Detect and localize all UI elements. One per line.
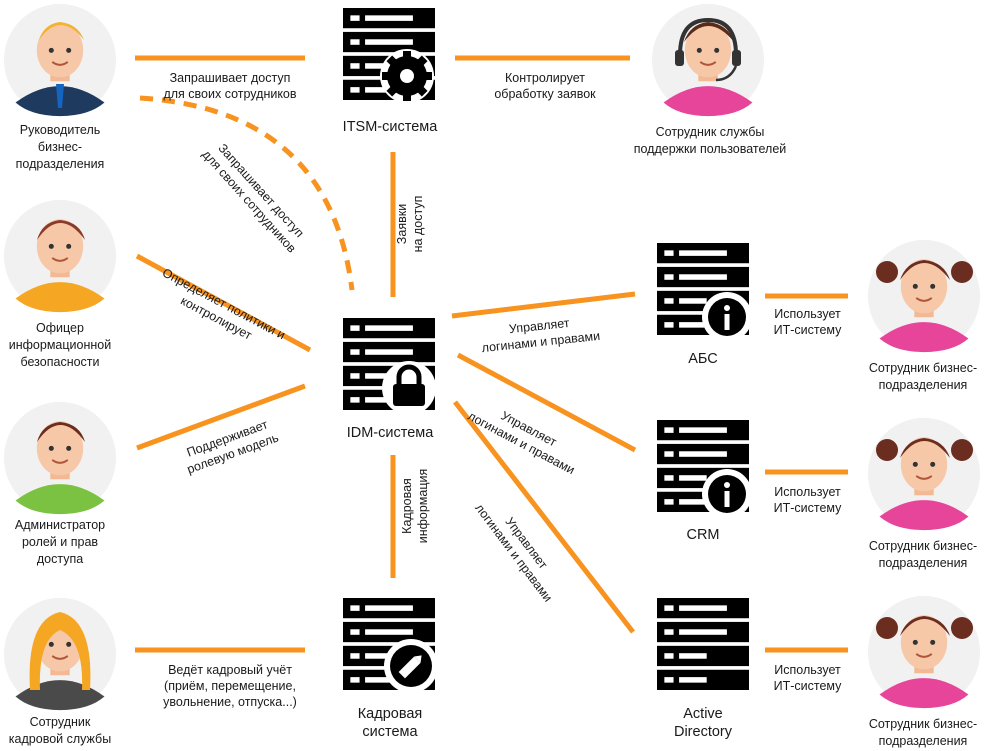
edge-label-line: Ведёт кадровый учёт (168, 663, 292, 677)
edge-label-line: информация (416, 468, 430, 544)
person-label-security: Офицер информационной безопасности (0, 320, 120, 371)
system-label-line: CRM (686, 527, 720, 543)
edge-label-line: Запрашивает доступ (169, 71, 291, 85)
server-itsm-icon (343, 8, 435, 103)
edge-label-line: для своих сотрудников (163, 87, 297, 101)
system-label-line: Directory (673, 724, 732, 740)
edge-admin-idm (136, 383, 306, 451)
edge-label-itsm-idm: Заявки на доступ (394, 184, 426, 264)
person-label-line: кадровой службы (8, 732, 112, 746)
server-abs-icon (657, 243, 752, 342)
edge-idm-abs (451, 291, 636, 319)
person-label-support: Сотрудник службы поддержки пользователей (620, 124, 800, 158)
person-label-line: Сотрудник (29, 715, 91, 729)
person-label-line: доступа (36, 552, 84, 566)
server-hrsys-icon (343, 598, 438, 693)
edge-label-line: увольнение, отпуска...) (163, 695, 297, 709)
system-label-line: система (362, 724, 418, 740)
person-label-admin: Администратор ролей и прав доступа (0, 517, 120, 568)
edge-label-line: Контролирует (505, 71, 585, 85)
edge-label-line: Использует (774, 307, 841, 321)
system-label-line: ITSM-система (342, 119, 438, 135)
avatar-user1 (866, 238, 982, 354)
person-label-line: поддержки пользователей (633, 142, 787, 156)
person-label-line: подразделения (878, 556, 968, 570)
system-label-line: Active (683, 706, 723, 722)
system-label-line: АБС (688, 351, 718, 367)
person-label-line: информационной (8, 338, 112, 352)
system-label-idm: IDM-система (330, 424, 450, 442)
person-label-line: Сотрудник бизнес- (868, 539, 978, 553)
edge-label-ad-user3: Использует ИТ-систему (760, 662, 855, 694)
edge-label-line: Заявки (395, 203, 409, 245)
server-idm-icon (343, 318, 436, 415)
edge-label-line: ИТ-систему (773, 323, 842, 337)
avatar-manager (2, 2, 118, 118)
edge-label-itsm-support: Контролирует обработку заявок (470, 70, 620, 102)
person-label-manager: Руководитель бизнес- подразделения (0, 122, 120, 173)
edge-label-line: Использует (774, 663, 841, 677)
person-label-user1: Сотрудник бизнес- подразделения (858, 360, 985, 394)
person-label-user3: Сотрудник бизнес- подразделения (858, 716, 985, 750)
edge-label-manager-itsm: Запрашивает доступ для своих сотрудников (145, 70, 315, 102)
edge-label-line: (приём, перемещение, (164, 679, 296, 693)
avatar-user3 (866, 594, 982, 710)
edge-label-hr-hrsys: Ведёт кадровый учёт (приём, перемещение,… (140, 662, 320, 710)
person-label-line: бизнес- (37, 140, 83, 154)
edge-label-line: обработку заявок (494, 87, 596, 101)
edge-label-crm-user2: Использует ИТ-систему (760, 484, 855, 516)
edge-label-idm-hrsys: Кадровая информация (399, 461, 431, 551)
edge-label-abs-user1: Использует ИТ-систему (760, 306, 855, 338)
avatar-user2 (866, 416, 982, 532)
server-ad-icon (657, 598, 749, 690)
person-label-line: Руководитель (19, 123, 101, 137)
avatar-security (2, 198, 118, 314)
person-label-line: Сотрудник бизнес- (868, 717, 978, 731)
edge-idm-ad (453, 400, 635, 634)
system-label-crm: CRM (643, 526, 763, 544)
person-label-line: Сотрудник службы (655, 125, 765, 139)
edge-idm-crm (456, 352, 637, 453)
person-label-user2: Сотрудник бизнес- подразделения (858, 538, 985, 572)
person-label-line: Сотрудник бизнес- (868, 361, 978, 375)
system-label-line: IDM-система (346, 425, 434, 441)
edge-label-line: Использует (774, 485, 841, 499)
person-label-line: Администратор (14, 518, 106, 532)
system-label-ad: Active Directory (643, 705, 763, 741)
avatar-support (650, 2, 766, 118)
edge-label-line: Кадровая (400, 478, 414, 534)
system-label-line: Кадровая (357, 706, 423, 722)
person-label-line: Офицер (36, 321, 84, 335)
edge-label-line: ИТ-систему (773, 501, 842, 515)
avatar-hr (2, 596, 118, 712)
avatar-admin (2, 400, 118, 516)
person-label-line: безопасности (20, 355, 100, 369)
system-label-abs: АБС (643, 350, 763, 368)
system-label-itsm: ITSM-система (330, 118, 450, 136)
person-label-hr: Сотрудник кадровой службы (0, 714, 120, 748)
edge-security-idm (135, 253, 312, 353)
edge-label-line: ИТ-систему (773, 679, 842, 693)
system-label-hrsys: Кадровая система (330, 705, 450, 741)
person-label-line: подразделения (15, 157, 105, 171)
person-label-line: ролей и прав (21, 535, 99, 549)
person-label-line: подразделения (878, 378, 968, 392)
person-label-line: подразделения (878, 734, 968, 748)
edge-manager-idm (139, 95, 355, 291)
server-crm-icon (657, 420, 752, 519)
edge-label-line: на доступ (411, 195, 425, 253)
